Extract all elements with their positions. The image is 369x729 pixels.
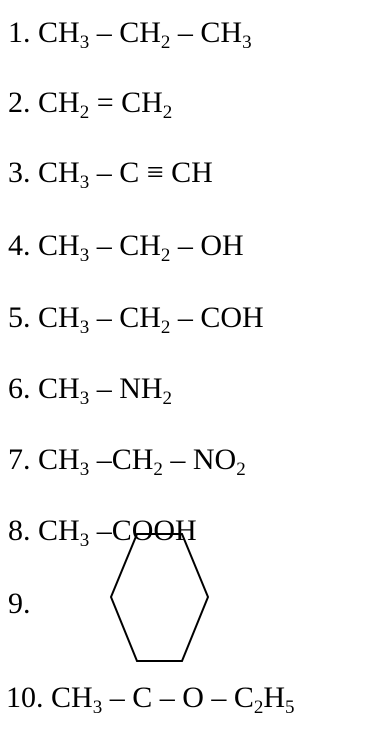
formula-4: 4. CH3 – CH2 – OH [8,229,244,266]
formula-number: 2. [8,86,38,119]
formula-text: CH [38,301,80,334]
formula-text: – C ≡ CH [89,156,213,189]
formula-number: 9. [8,587,31,620]
subscript: 2 [79,102,90,123]
formula-number: 6. [8,372,38,405]
subscript: 5 [285,697,295,718]
subscript: 3 [242,32,252,53]
formula-text: CH [51,681,93,714]
subscript: 3 [79,459,90,480]
formula-text: – CH [89,229,161,262]
subscript: 2 [160,317,171,338]
subscript: 3 [79,317,90,338]
formula-1: 1. CH3 – CH2 – CH3 [8,16,252,53]
formula-text: CH [38,156,80,189]
formula-text: –CH [89,443,154,476]
subscript: 2 [162,388,173,409]
formula-number: 10. [6,681,51,714]
subscript: 2 [153,459,163,480]
formula-text: – C – O – C [102,681,254,714]
formula-number: 3. [8,156,38,189]
formula-6: 6. CH3 – NH2 [8,372,173,409]
subscript: 3 [79,530,90,551]
formula-text: = CH [89,86,163,119]
formula-2: 2. CH2 = CH2 [8,86,173,123]
cyclohexane-ring-icon [109,533,210,662]
subscript: 3 [79,32,90,53]
formula-text: CH [38,372,80,405]
formula-number: 1. [8,16,38,49]
formula-text: H [263,681,286,714]
formula-number: 5. [8,301,38,334]
subscript: 3 [79,388,90,409]
hexagon-outline [109,533,210,662]
formula-3: 3. CH3 – C ≡ CH [8,156,213,193]
formula-text: –COOH [89,514,197,547]
formula-text: – NH [89,372,163,405]
subscript: 2 [160,245,171,266]
subscript: 3 [79,172,90,193]
subscript: 2 [162,102,173,123]
formula-10: 10. CH3 – C – O – C2H5 [6,681,295,718]
formula-text: – COH [170,301,264,334]
subscript: 3 [79,245,90,266]
formula-number: 8. [8,514,38,547]
formula-9: 9. [8,587,31,621]
subscript: 2 [236,459,246,480]
subscript: 2 [253,697,264,718]
formula-text: – OH [170,229,244,262]
formula-text: – CH [170,16,243,49]
formula-text: – CH [89,301,161,334]
formula-number: 4. [8,229,38,262]
formula-text: CH [38,229,80,262]
formula-7: 7. CH3 –CH2 – NO2 [8,443,246,480]
formula-text: – CH [89,16,161,49]
formula-text: CH [38,443,80,476]
subscript: 2 [160,32,171,53]
formula-number: 7. [8,443,38,476]
formula-8: 8. CH3 –COOH [8,514,197,551]
formula-5: 5. CH3 – CH2 – COH [8,301,264,338]
subscript: 3 [92,697,103,718]
formula-text: CH [38,86,80,119]
formula-text: CH [38,514,80,547]
formula-text: CH [38,16,80,49]
formula-text: – NO [162,443,237,476]
